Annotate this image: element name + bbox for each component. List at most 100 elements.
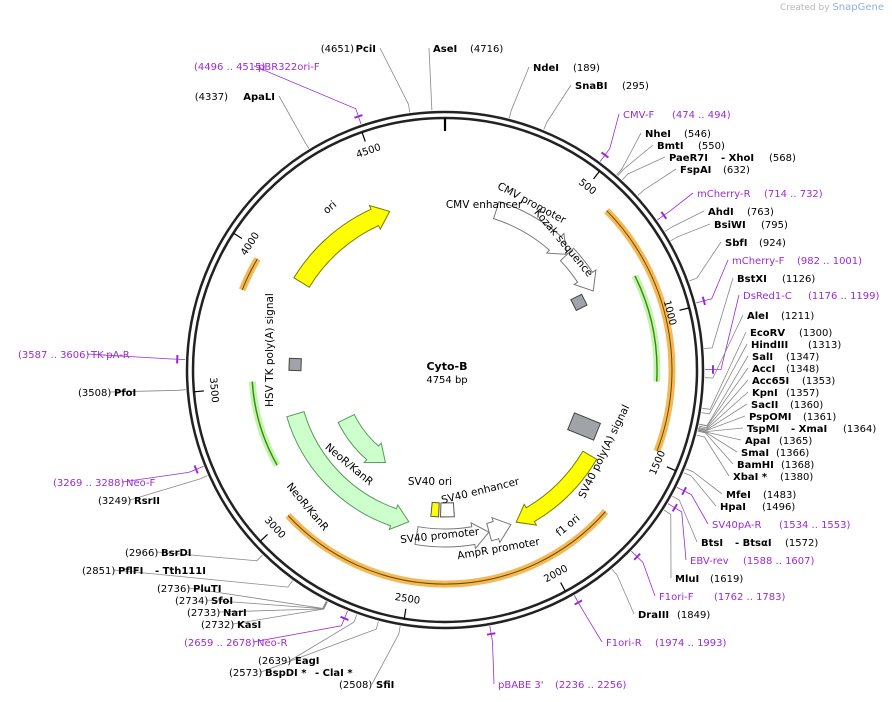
rsrii-site-position: (3249) — [98, 496, 131, 507]
bstxi-leader — [704, 277, 734, 349]
site-labels: PciI(4651)AseI(4716)NdeI(189)SnaBI(295)p… — [18, 44, 880, 691]
xhoi-site-position: (568) — [769, 153, 796, 164]
sali-site-position: (1347) — [786, 352, 819, 363]
snapgene-credit: Created by SnapGene — [780, 2, 884, 13]
bsiwi-site-name: BsiWI — [714, 220, 746, 231]
nhei-site-name: NheI — [645, 129, 671, 140]
draiii-site-position: (1849) — [677, 610, 710, 621]
pspomi-site-position: (1361) — [803, 412, 836, 423]
ring-tick-label: 3500 — [207, 377, 220, 403]
ring-tick — [593, 170, 601, 180]
credit-brand: SnapGene — [832, 2, 884, 13]
xmai-site-name: - XmaI — [791, 424, 827, 435]
acc65i-site-position: (1353) — [802, 376, 835, 387]
mlui-leader — [663, 509, 672, 579]
mcherry-f-leader — [696, 259, 729, 304]
sbfi-leader — [689, 241, 722, 282]
ring-tick — [259, 534, 268, 542]
ori-arrow — [293, 204, 391, 288]
nhei-site-position: (546) — [684, 129, 711, 140]
xbai-site-position: (1380) — [780, 472, 813, 483]
snabi-site-position: (295) — [622, 81, 649, 92]
bstxi-site-position: (1126) — [782, 274, 815, 285]
tk-pa-r-site-name: TK-pA-R — [90, 350, 130, 361]
sfoi-site-name: SfoI — [211, 596, 233, 607]
apali-leader — [278, 95, 310, 149]
ebv-rev-leader — [667, 503, 687, 561]
mfei-leader — [685, 468, 723, 495]
ring-tick — [233, 232, 243, 240]
apai-site-position: (1365) — [779, 436, 812, 447]
alei-site-name: AleI — [747, 311, 769, 322]
mcherry-r-site-position: (714 .. 732) — [764, 189, 823, 200]
nari-site-position: (2733) — [187, 608, 220, 619]
sbfi-site-name: SbfI — [725, 238, 747, 249]
ring-tick — [666, 466, 677, 472]
sv40pa-r-site-name: SV40pA-R — [712, 520, 761, 531]
bsiwi-leader — [670, 223, 711, 242]
kasi-site-position: (2732) — [201, 620, 234, 631]
orange-track-f1-core — [287, 511, 606, 585]
f1ori-r-leader — [574, 595, 603, 643]
hpai-site-position: (1496) — [762, 502, 795, 513]
alei-site-position: (1211) — [781, 311, 814, 322]
paer7i-leader — [622, 156, 666, 181]
sali-leader — [699, 355, 749, 427]
kasi-site-name: KasI — [237, 620, 261, 631]
sv40pa-r-site-position: (1534 .. 1553) — [779, 520, 851, 531]
mcherry-f-site-name: mCherry-F — [732, 256, 785, 267]
xbai-site-name: XbaI * — [733, 472, 768, 483]
pflfi-site-name: PflFI — [118, 566, 143, 577]
clai-site-name: - ClaI * — [315, 668, 353, 679]
eagi-site-position: (2639) — [258, 656, 291, 667]
pspomi-site-name: PspOMI — [749, 412, 791, 423]
f1ori-f-site-name: F1ori-F — [659, 592, 694, 603]
pbabe-3-leader — [489, 626, 495, 685]
f1-ori-arrow — [515, 450, 598, 526]
sv40-enhancer-block — [440, 502, 455, 518]
tspmi-site-name: TspMI — [747, 424, 779, 435]
dsred1-c-site-name: DsRed1-C — [743, 291, 792, 302]
bspdi-leader — [260, 621, 379, 673]
pfoi-site-name: PfoI — [114, 388, 136, 399]
ahdi-site-position: (763) — [747, 207, 774, 218]
ring-tick-label: 2000 — [542, 563, 570, 585]
paer7i-site-name: PaeR7I — [669, 153, 708, 164]
neo-r-site-name: Neo-R — [257, 638, 288, 649]
dsred1-c-site-position: (1176 .. 1199) — [808, 291, 880, 302]
neor-kanr-arrow — [337, 413, 387, 464]
acci-leader — [699, 367, 749, 427]
asei-leader — [428, 47, 433, 111]
hpai-site-name: HpaI — [720, 502, 746, 513]
ring-tick-label: 500 — [576, 177, 598, 197]
eagi-site-name: EagI — [295, 656, 319, 667]
hsv-tk-poly-a-signal-box — [288, 357, 302, 372]
bamhi-leader — [697, 430, 734, 465]
hindiii-site-name: HindIII — [751, 340, 788, 351]
kozak-sequence-box — [570, 293, 588, 312]
mlui-site-name: MluI — [675, 574, 699, 585]
tk-pa-r-site-position: (3587 .. 3606) — [18, 350, 90, 361]
ndei-site-name: NdeI — [533, 63, 559, 74]
sv40-promoter-arrow — [414, 521, 490, 550]
neo-r-site-position: (2659 .. 2678) — [184, 638, 256, 649]
mfei-site-name: MfeI — [726, 490, 751, 501]
bspdi-site-name: BspDI * — [265, 668, 307, 679]
ring-tick — [361, 131, 366, 142]
acc65i-site-name: Acc65I — [752, 376, 789, 387]
pcii-site-position: (4651) — [321, 44, 354, 55]
sfoi-leader — [206, 599, 328, 610]
fspai-leader — [637, 168, 677, 196]
ring-tick-label: 3000 — [262, 515, 287, 541]
sfii-site-name: SfiI — [376, 680, 394, 691]
credit-prefix: Created by — [780, 3, 830, 13]
sacii-site-name: SacII — [751, 400, 778, 411]
sacii-site-position: (1360) — [790, 400, 823, 411]
mcherry-r-site-name: mCherry-R — [697, 189, 751, 200]
pfoi-leader — [109, 389, 186, 393]
f1ori-r-site-position: (1974 .. 1993) — [655, 638, 727, 649]
acci-site-name: AccI — [752, 364, 775, 375]
pflfi-site-position: (2851) — [82, 566, 115, 577]
apali-site-position: (4337) — [195, 92, 228, 103]
ori-label: ori — [321, 199, 339, 217]
